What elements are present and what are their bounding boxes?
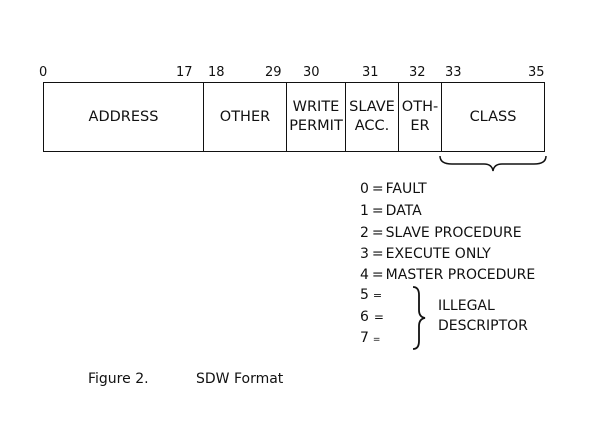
field-class: CLASS [442,83,544,151]
bit-label-32: 32 [409,65,426,80]
field-divider [441,83,442,151]
bit-label-18: 18 [208,65,225,80]
class-code-label: EXECUTE ONLY [385,246,491,262]
class-code-row: 3=EXECUTE ONLY [360,246,491,262]
field-address-label: ADDRESS [88,108,159,125]
field-write-permit-line-2: PERMIT [289,118,343,134]
field-divider [398,83,399,151]
class-code-equals: = [371,181,384,197]
field-slave-access: SLAVE ACC. [346,83,398,151]
field-other-1-label: OTHER [219,108,271,125]
field-other-1: OTHER [204,83,286,151]
class-code-label: DATA [385,203,422,219]
illegal-code-row: 7= [360,330,380,348]
field-address: ADDRESS [44,83,203,151]
class-brace [439,155,547,172]
field-write-permit: WRITE PERMIT [287,83,345,151]
class-code-row: 4=MASTER PROCEDURE [360,267,535,283]
sdw-word-box: ADDRESS OTHER WRITE PERMIT SLAVE ACC. OT… [43,82,545,152]
class-code-row: 0=FAULT [360,181,427,197]
illegal-brace [412,286,426,350]
illegal-code-number: 7 [360,330,369,346]
field-write-permit-line-1: WRITE [292,99,340,115]
class-code-number: 3 [360,246,369,262]
bit-label-30: 30 [303,65,320,80]
class-code-number: 2 [360,225,369,241]
class-code-equals: = [371,225,384,241]
bit-label-35: 35 [528,65,545,80]
class-code-number: 0 [360,181,369,197]
field-other-2-line-2: ER [410,118,430,134]
class-code-row: 1=DATA [360,203,422,219]
field-other-2: OTH- ER [399,83,441,151]
illegal-code-row: 6= [360,309,384,325]
illegal-code-equals: = [372,289,383,302]
field-class-label: CLASS [469,108,517,125]
class-code-label: FAULT [385,181,427,197]
illegal-code-number: 6 [360,309,369,325]
field-divider [345,83,346,151]
field-slave-access-line-1: SLAVE [349,99,395,115]
illegal-code-equals: = [372,335,381,345]
class-code-equals: = [371,267,384,283]
figure-title: SDW Format [196,371,284,387]
class-code-number: 1 [360,203,369,219]
class-code-row: 2=SLAVE PROCEDURE [360,225,522,241]
figure-number: Figure 2. [88,371,149,387]
field-divider [286,83,287,151]
bit-label-29: 29 [265,65,282,80]
class-code-equals: = [371,246,384,262]
illegal-code-row: 5= [360,287,382,304]
class-code-number: 4 [360,267,369,283]
class-code-equals: = [371,203,384,219]
illegal-label-line-1: ILLEGAL [438,298,495,314]
illegal-label-line-2: DESCRIPTOR [438,318,528,334]
illegal-code-equals: = [373,310,384,324]
bit-label-17: 17 [176,65,193,80]
field-slave-access-line-2: ACC. [354,118,390,134]
bit-label-31: 31 [362,65,379,80]
class-code-label: MASTER PROCEDURE [385,267,536,283]
class-code-label: SLAVE PROCEDURE [385,225,522,241]
illegal-code-number: 5 [360,287,369,303]
bit-label-33: 33 [445,65,462,80]
field-other-2-line-1: OTH- [401,99,439,115]
bit-label-0: 0 [39,65,48,80]
field-divider [203,83,204,151]
